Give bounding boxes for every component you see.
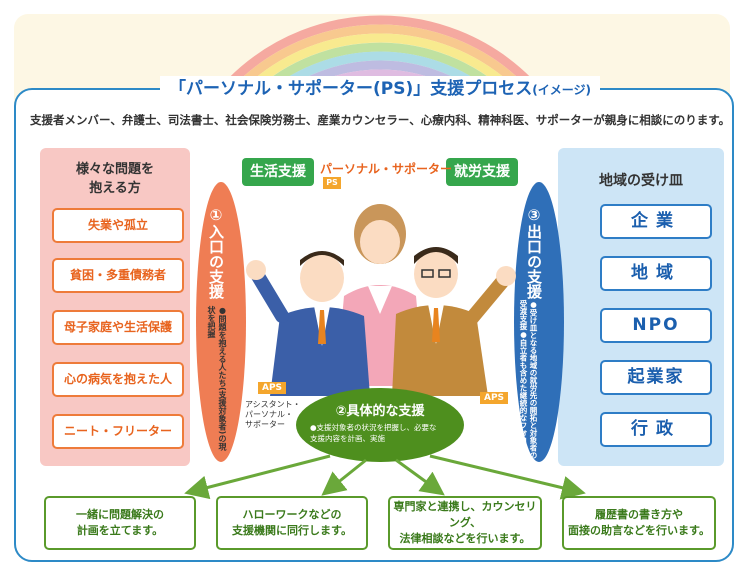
right-panel-heading: 地域の受け皿 bbox=[599, 173, 683, 189]
ps-label: パーソナル・サポーター bbox=[320, 162, 453, 176]
support-action-box: 専門家と連携し、カウンセリング、法律相談などを行います。 bbox=[388, 496, 542, 550]
exit-support-desc: ●受け皿となる地域の就労先の開拓と対象者の受渡支援●自立者も含めた継続的なフォロ… bbox=[519, 300, 538, 459]
support-action-box: 履歴書の書き方や面接の助言などを行います。 bbox=[562, 496, 716, 550]
problem-item: 母子家庭や生活保護 bbox=[52, 310, 184, 345]
problem-item: 貧困・多重債務者 bbox=[52, 258, 184, 293]
support-action-box: 一緒に問題解決の計画を立てます。 bbox=[44, 496, 196, 550]
life-support-tag: 生活支援 bbox=[242, 158, 314, 186]
problem-item: ニート・フリーター bbox=[52, 414, 184, 449]
destination-item: 企業 bbox=[600, 204, 712, 239]
destination-item: NPO bbox=[600, 308, 712, 343]
concrete-support-desc: ●支援対象者の状況を把握し、必要な 支援内容を計画、実施 bbox=[310, 423, 437, 443]
destination-item: 行政 bbox=[600, 412, 712, 447]
ps-badge: PS bbox=[323, 177, 341, 189]
entry-support-title: ①入口の支援 bbox=[207, 206, 225, 299]
support-action-box: ハローワークなどの支援機関に同行します。 bbox=[216, 496, 368, 550]
exit-support-oval bbox=[514, 182, 564, 462]
entry-support-desc: ●問題を抱える人たち(支援対象者)の現状を把握 bbox=[207, 306, 227, 451]
destination-item: 地域 bbox=[600, 256, 712, 291]
assistant-label: アシスタント・ パーソナル・ サポーター bbox=[245, 400, 301, 429]
work-support-tag: 就労支援 bbox=[446, 158, 518, 186]
page-title: 「パーソナル・サポーター(PS)」支援プロセス(イメージ) bbox=[160, 76, 600, 102]
concrete-support-oval bbox=[296, 388, 464, 462]
problem-item: 心の病気を抱えた人 bbox=[52, 362, 184, 397]
left-panel-heading: 様々な問題を抱える方 bbox=[75, 162, 154, 196]
intro-text: 支援者メンバー、弁護士、司法書士、社会保険労務士、産業カウンセラー、心療内科、精… bbox=[30, 113, 731, 127]
destination-item: 起業家 bbox=[600, 360, 712, 395]
left-panel bbox=[40, 148, 190, 466]
supporters-illustration bbox=[246, 204, 516, 396]
aps-badge-right: APS bbox=[480, 392, 509, 404]
entry-support-oval bbox=[196, 182, 246, 462]
exit-support-title: ③出口の支援 bbox=[525, 206, 543, 299]
concrete-support-title: ②具体的な支援 bbox=[335, 404, 425, 419]
problem-item: 失業や孤立 bbox=[52, 208, 184, 243]
aps-badge-left: APS bbox=[258, 382, 287, 394]
